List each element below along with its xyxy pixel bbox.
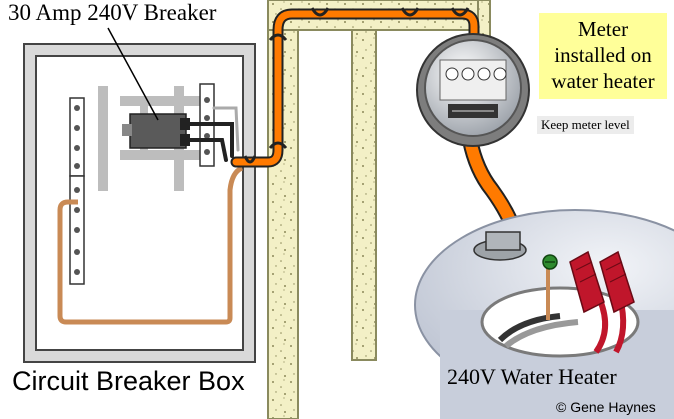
breaker-box — [23, 43, 256, 363]
wire-nut-icon — [569, 250, 635, 314]
breaker-label: 30 Amp 240V Breaker — [8, 0, 217, 25]
meter-note-line: Meter — [577, 17, 629, 41]
conduit-fitting — [473, 231, 527, 261]
meter-note-line: water heater — [551, 69, 655, 93]
breaker-30a — [122, 113, 190, 149]
breaker-box-label: Circuit Breaker Box — [12, 366, 245, 396]
copyright-label: © Gene Haynes — [556, 399, 656, 415]
meter-note: Meter installed on water heater — [539, 13, 667, 99]
breaker-leader — [107, 27, 159, 121]
electric-meter-icon — [416, 33, 530, 147]
water-heater-label: 240V Water Heater — [447, 364, 617, 389]
breaker-wires — [186, 106, 240, 162]
conduit-strap-icon — [243, 7, 470, 164]
grounding-screw-icon — [542, 254, 558, 270]
keep-level-label: Keep meter level — [537, 116, 634, 134]
ground-wire — [57, 165, 244, 325]
meter-note-line: installed on — [554, 43, 652, 67]
